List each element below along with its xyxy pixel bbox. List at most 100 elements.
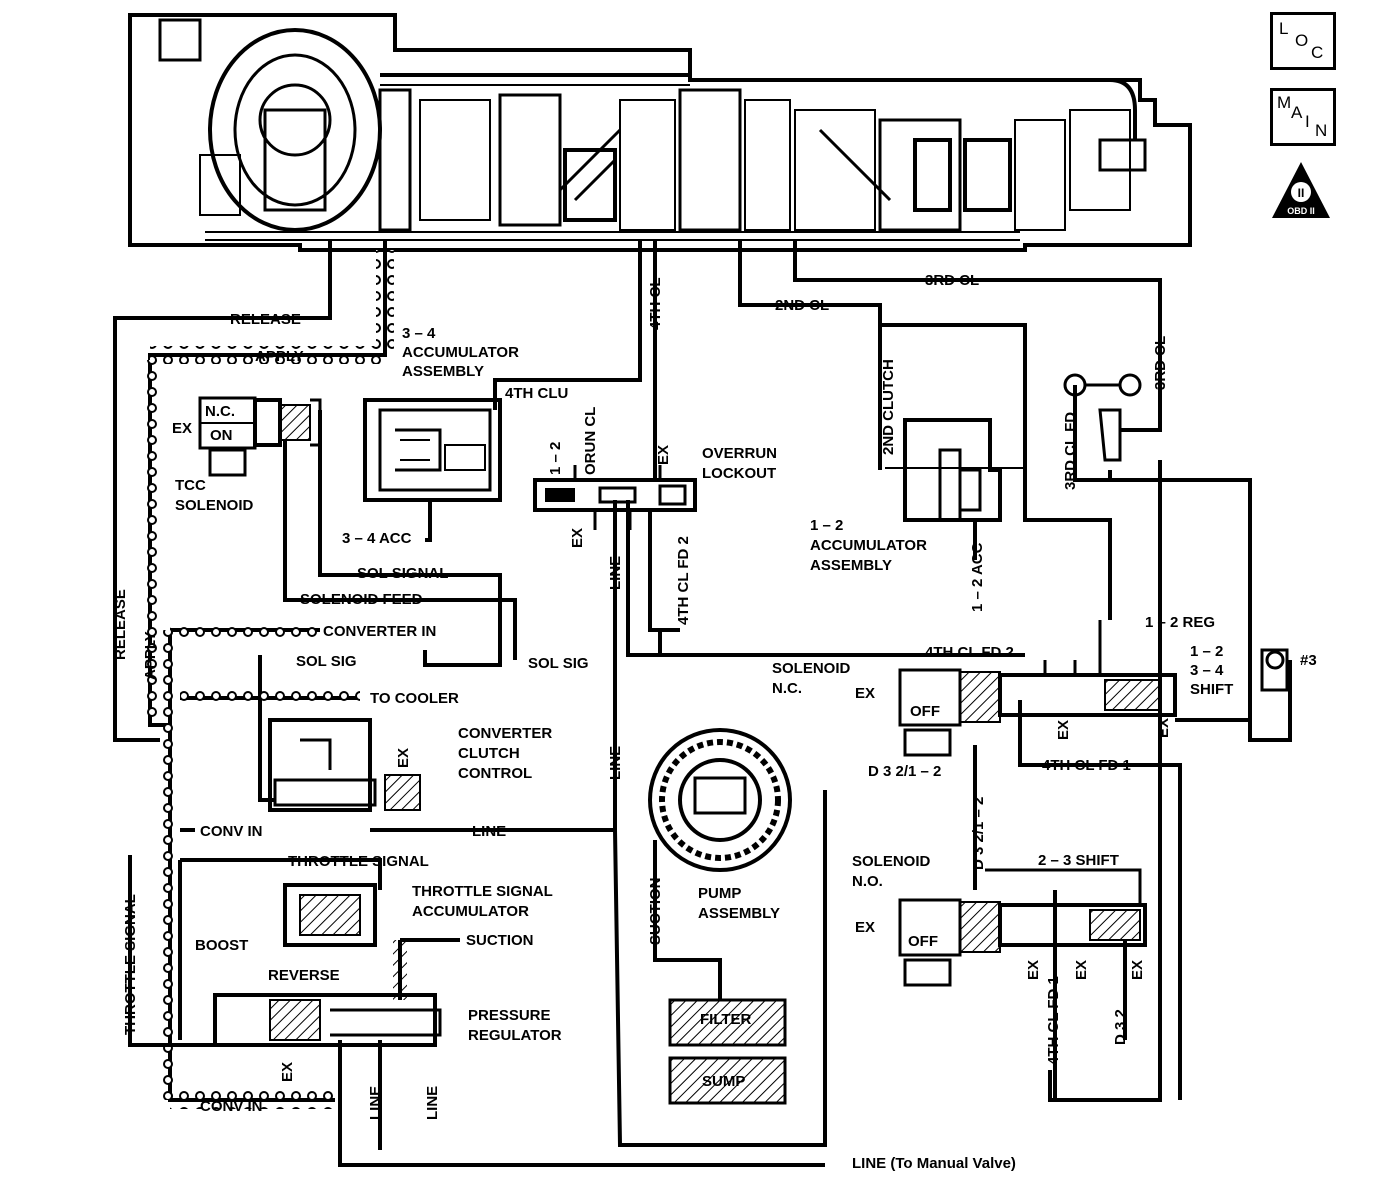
label-line-v: LINE — [607, 556, 624, 590]
label-acc12-v: 1 – 2 ACC — [969, 542, 986, 612]
label-orun-cl: ORUN CL — [582, 407, 599, 475]
label-acc34-line2: ACCUMULATOR — [402, 344, 519, 361]
label-acc12-line2: ACCUMULATOR — [810, 537, 927, 554]
label-4th-cl-fd2-h: 4TH CL FD 2 — [925, 644, 1014, 661]
label-off-nc: OFF — [910, 703, 940, 720]
label-tsa1: THROTTLE SIGNAL — [412, 883, 553, 900]
filter — [668, 998, 787, 1047]
label-sol-no1: SOLENOID — [852, 853, 931, 870]
obd-ii-button[interactable]: II OBD II — [1270, 160, 1332, 220]
label-ex-small: EX — [569, 528, 586, 548]
main-letter-m: M — [1277, 93, 1292, 112]
loc-button[interactable]: L O C — [1270, 12, 1336, 70]
label-ex-23b: EX — [1073, 960, 1090, 980]
main-button[interactable]: M A I N — [1270, 88, 1336, 146]
throttle-signal-accumulator — [283, 883, 377, 947]
label-suction-v: SUCTION — [647, 878, 664, 946]
label-line-mid-v: LINE — [607, 746, 624, 780]
label-ex-tcc: EX — [172, 420, 192, 437]
label-sump: SUMP — [702, 1073, 745, 1090]
loc-letter-c: C — [1311, 43, 1324, 62]
label-throttle-signal-v: THROTTLE SIGNAL — [122, 894, 139, 1035]
label-3rd-cl: 3RD CL — [925, 272, 979, 289]
label-conv-in-1: CONV IN — [200, 823, 263, 840]
tcc-solenoid — [198, 396, 322, 477]
obd-mark: II — [1298, 186, 1305, 200]
label-d32-12: D 3 2/1 – 2 — [868, 763, 941, 780]
pressure-regulator-valve — [213, 938, 460, 1047]
label-acc12-line1: 1 – 2 — [810, 517, 843, 534]
label-4th-cl-fd2-v: 4TH CL FD 2 — [675, 536, 692, 625]
label-acc34-line1: 3 – 4 — [402, 325, 436, 342]
accumulator-12 — [885, 418, 1025, 560]
label-ex-23a: EX — [1025, 960, 1042, 980]
label-tcc-line2: SOLENOID — [175, 497, 254, 514]
label-shift12-1: 1 – 2 — [1190, 643, 1223, 660]
label-sol-sig-right: SOL SIG — [528, 655, 589, 672]
label-sol-sig-left: SOL SIG — [296, 653, 357, 670]
label-d32-v: D 3 2 — [1112, 1009, 1129, 1045]
label-release-v: RELEASE — [112, 589, 129, 660]
label-ex-ccc: EX — [395, 748, 412, 768]
label-reg12: 1 – 2 REG — [1145, 614, 1215, 631]
label-acc12-line3: ASSEMBLY — [810, 557, 892, 574]
label-2nd-cl: 2ND CL — [775, 297, 829, 314]
label-ccc3: CONTROL — [458, 765, 532, 782]
label-shift12-2: 3 – 4 — [1190, 662, 1224, 679]
label-filter: FILTER — [700, 1011, 752, 1028]
label-conv-in-2: CONV IN — [200, 1098, 263, 1115]
label-line-manual: LINE (To Manual Valve) — [852, 1155, 1016, 1172]
transmission-cross-section — [128, 13, 1192, 252]
label-check3: #3 — [1300, 652, 1317, 669]
label-4th-cl-fd1-v: 4TH CL FD 1 — [1045, 976, 1062, 1065]
solenoid-no — [898, 898, 1001, 987]
label-boost: BOOST — [195, 937, 248, 954]
label-3rd-cl-vertical: 3RD CL — [1152, 336, 1169, 390]
loc-letter-o: O — [1295, 31, 1309, 50]
label-pump2: ASSEMBLY — [698, 905, 780, 922]
label-ex-12b: EX — [1155, 718, 1172, 738]
label-4th-cl-fd1-h: 4TH CL FD 1 — [1042, 757, 1131, 774]
label-ex-23c: EX — [1129, 960, 1146, 980]
label-pr2: REGULATOR — [468, 1027, 562, 1044]
label-ex-12a: EX — [1055, 720, 1072, 740]
label-reverse: REVERSE — [268, 967, 340, 984]
label-4th-cl-vertical: 4TH CL — [647, 278, 664, 331]
label-sol-signal: SOL SIGNAL — [357, 565, 448, 582]
label-ex-ovr: EX — [655, 445, 672, 465]
label-sol-nc2: N.C. — [772, 680, 802, 697]
label-line-pr2: LINE — [424, 1086, 441, 1120]
main-letter-a: A — [1291, 103, 1303, 122]
label-overrun2: LOCKOUT — [702, 465, 776, 482]
label-line-pr1: LINE — [367, 1086, 384, 1120]
label-throttle-signal-h: THROTTLE SIGNAL — [288, 853, 429, 870]
label-ex-nc: EX — [855, 685, 875, 702]
shift-valve-23 — [985, 868, 1147, 947]
label-ex-pr: EX — [279, 1062, 296, 1082]
label-4th-clu: 4TH CLU — [505, 385, 568, 402]
label-shift23: 2 – 3 SHIFT — [1038, 852, 1119, 869]
diagram-labels: RELEASE APPLY 3 – 4 ACCUMULATOR ASSEMBLY… — [112, 272, 1317, 1172]
solenoid-nc — [898, 668, 1001, 757]
overrun-lockout-valve — [533, 465, 697, 530]
shift-valve-12-34 — [998, 620, 1177, 717]
label-off-no: OFF — [908, 933, 938, 950]
main-letter-i: I — [1305, 112, 1310, 131]
label-release-top: RELEASE — [230, 311, 301, 328]
label-3rd-cl-fd: 3RD CL FD — [1062, 412, 1079, 490]
obd-badge-label: OBD II — [1287, 206, 1315, 216]
label-line-ccc: LINE — [472, 823, 506, 840]
label-converter-in: CONVERTER IN — [323, 623, 436, 640]
check-ball-3 — [1260, 648, 1289, 692]
label-ccc1: CONVERTER — [458, 725, 552, 742]
label-nc: N.C. — [205, 403, 235, 420]
label-solenoid-feed: SOLENOID FEED — [300, 591, 423, 608]
label-suction-h: SUCTION — [466, 932, 534, 949]
label-tsa2: ACCUMULATOR — [412, 903, 529, 920]
obd-triangle-icon: II OBD II — [1272, 162, 1330, 218]
sump — [668, 1056, 787, 1105]
label-2nd-clutch: 2ND CLUTCH — [880, 359, 897, 455]
label-tcc-line1: TCC — [175, 477, 206, 494]
label-shift12-3: SHIFT — [1190, 681, 1233, 698]
